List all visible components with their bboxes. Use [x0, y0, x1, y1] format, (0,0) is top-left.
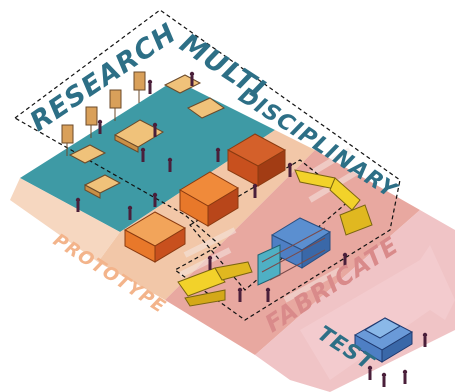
multidisciplinary-boundary	[13, 9, 401, 321]
research-tables	[68, 74, 225, 199]
prototype-zone-floor-left	[10, 178, 120, 262]
easels	[61, 71, 146, 156]
test-arrow	[300, 245, 455, 380]
prototype-blocks	[123, 133, 287, 263]
fabrication-frames	[257, 217, 332, 286]
people	[75, 71, 428, 387]
robot-arms	[177, 169, 373, 307]
test-car	[353, 317, 414, 363]
research-zone-floor	[20, 80, 275, 232]
